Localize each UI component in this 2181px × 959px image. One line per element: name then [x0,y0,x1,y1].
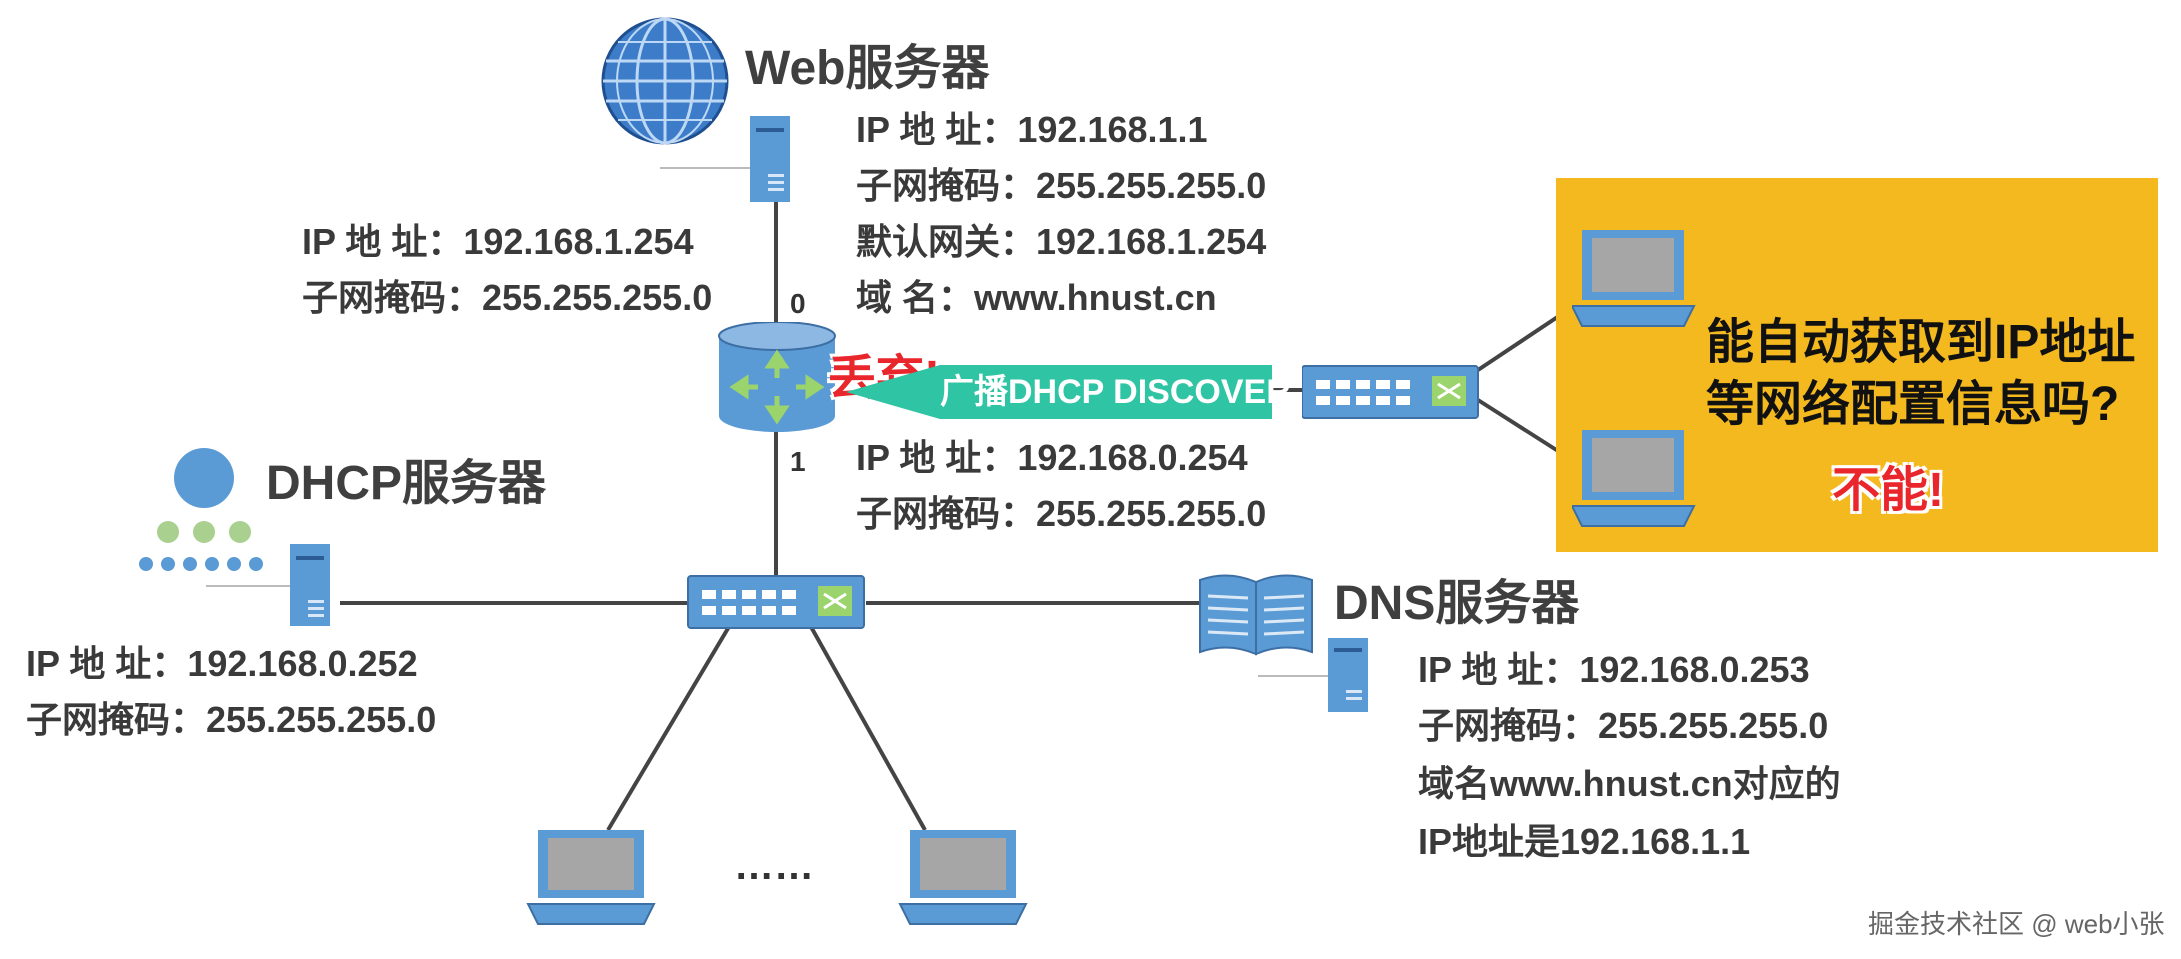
hosts-ellipsis: …… [734,844,814,888]
router-port1-label: 1 [790,446,806,477]
dns-mask: 子网掩码：255.255.255.0 [1418,705,1829,746]
dns-ip: IP 地 址：192.168.0.253 [1418,649,1810,690]
switch-icon [687,575,865,629]
dhcp-mask: 子网掩码：255.255.255.0 [26,699,437,740]
web-server-title: Web服务器 [745,42,990,95]
broadcast-discover-label: 广播DHCP DISCOVER [940,365,1291,419]
org-chart-icon [139,448,263,571]
server-icon [1258,638,1368,712]
router-icon [718,322,836,432]
router-port0-mask: 子网掩码：255.255.255.0 [302,277,713,318]
dhcp-ip: IP 地 址：192.168.0.252 [26,643,418,684]
server-icon [660,116,790,202]
dns-note-line2: IP地址是192.168.1.1 [1418,821,1751,862]
laptop-icon [1572,430,1696,527]
dns-note-line1: 域名www.hnust.cn对应的 [1418,763,1841,804]
dhcp-server-title: DHCP服务器 [266,457,547,510]
question-line1: 能自动获取到IP地址 [1706,316,2136,369]
question-line2: 等网络配置信息吗? [1706,378,2120,431]
web-ip: IP 地 址：192.168.1.1 [856,109,1208,150]
web-domain: 域 名：www.hnust.cn [856,277,1217,318]
answer-label: 不能! [1832,464,1944,517]
router-port1-ip: IP 地 址：192.168.0.254 [856,437,1248,478]
laptop-icon [1572,230,1696,327]
web-gateway: 默认网关：192.168.1.254 [856,221,1267,262]
watermark: 掘金技术社区 @ web小张 [1868,909,2165,939]
router-port0-label: 0 [790,288,806,319]
dns-server-title: DNS服务器 [1334,577,1580,630]
router-port0-ip: IP 地 址：192.168.1.254 [302,221,694,262]
web-mask: 子网掩码：255.255.255.0 [856,165,1267,206]
globe-icon [601,17,729,145]
router-port1-mask: 子网掩码：255.255.255.0 [856,493,1267,534]
server-icon [206,544,330,626]
switch-icon [1302,365,1479,419]
broadcast-arrow-icon [846,365,940,419]
book-icon [1199,574,1313,656]
laptop-icon [898,830,1028,925]
laptop-icon [526,830,656,925]
